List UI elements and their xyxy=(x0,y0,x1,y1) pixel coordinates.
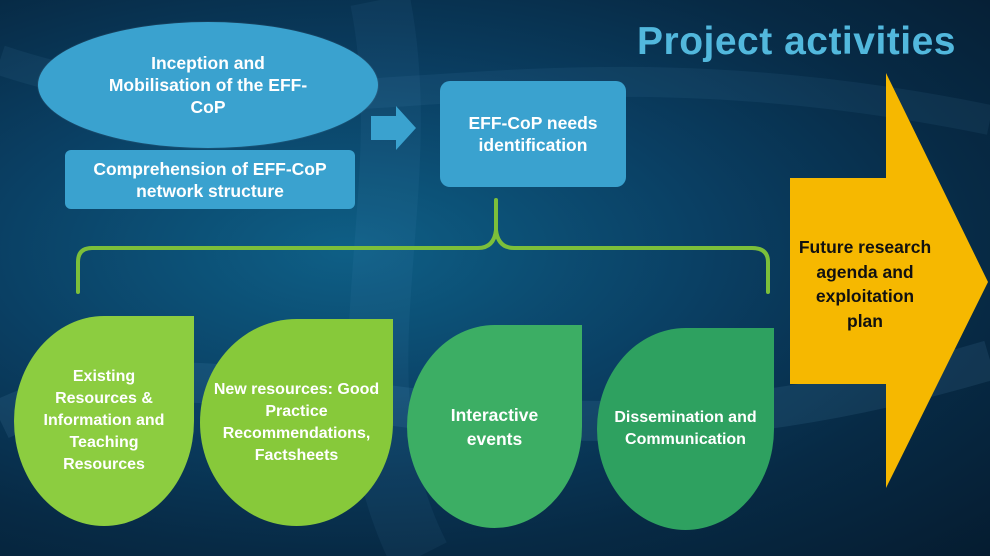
comprehension-node: Comprehension of EFF-CoP network structu… xyxy=(65,150,355,209)
right-arrow-icon xyxy=(371,106,416,150)
future-research-label: Future research agenda and exploitation … xyxy=(798,237,932,331)
inception-node: Inception and Mobilisation of the EFF-Co… xyxy=(38,22,378,148)
activity-interactive-events: Interactive events xyxy=(407,325,582,528)
needs-identification-node: EFF-CoP needs identification xyxy=(440,81,626,187)
activity-existing-resources: Existing Resources & Information and Tea… xyxy=(14,316,194,526)
page-title: Project activities xyxy=(637,20,956,63)
activity-dissemination: Dissemination and Communication xyxy=(597,328,774,530)
green-bracket xyxy=(76,198,770,294)
future-arrow-shape xyxy=(790,73,988,488)
activity-new-resources: New resources: Good Practice Recommendat… xyxy=(200,319,393,526)
